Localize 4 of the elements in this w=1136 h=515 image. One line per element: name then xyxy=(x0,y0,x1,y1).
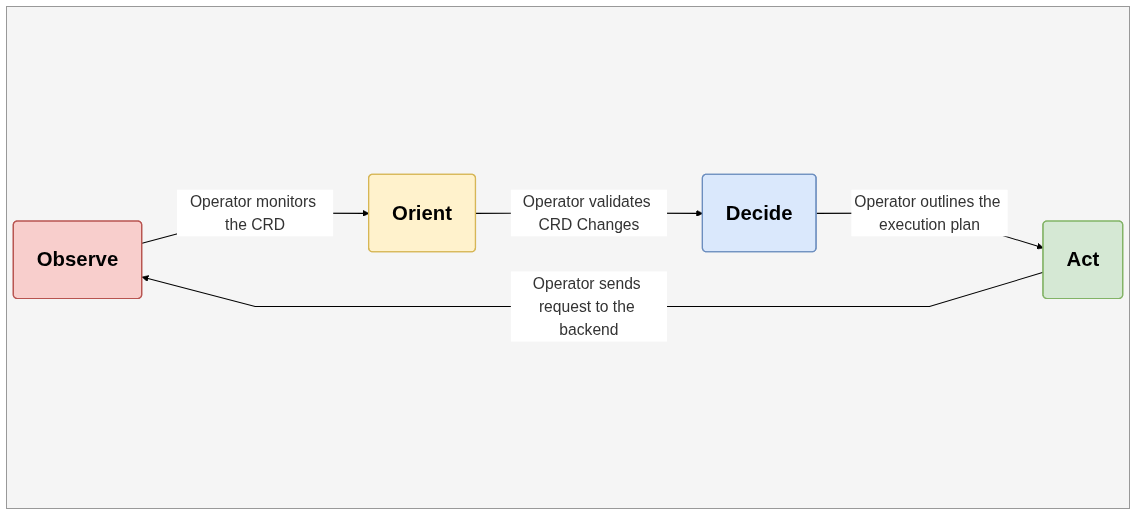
edge-label: Operator monitors the CRD xyxy=(189,192,317,233)
edge-label: Operator validates CRD Changes xyxy=(522,192,651,233)
edge-label: Operator sends request to the backend xyxy=(532,273,641,339)
edge-label: Operator outlines the execution plan xyxy=(854,192,1001,233)
